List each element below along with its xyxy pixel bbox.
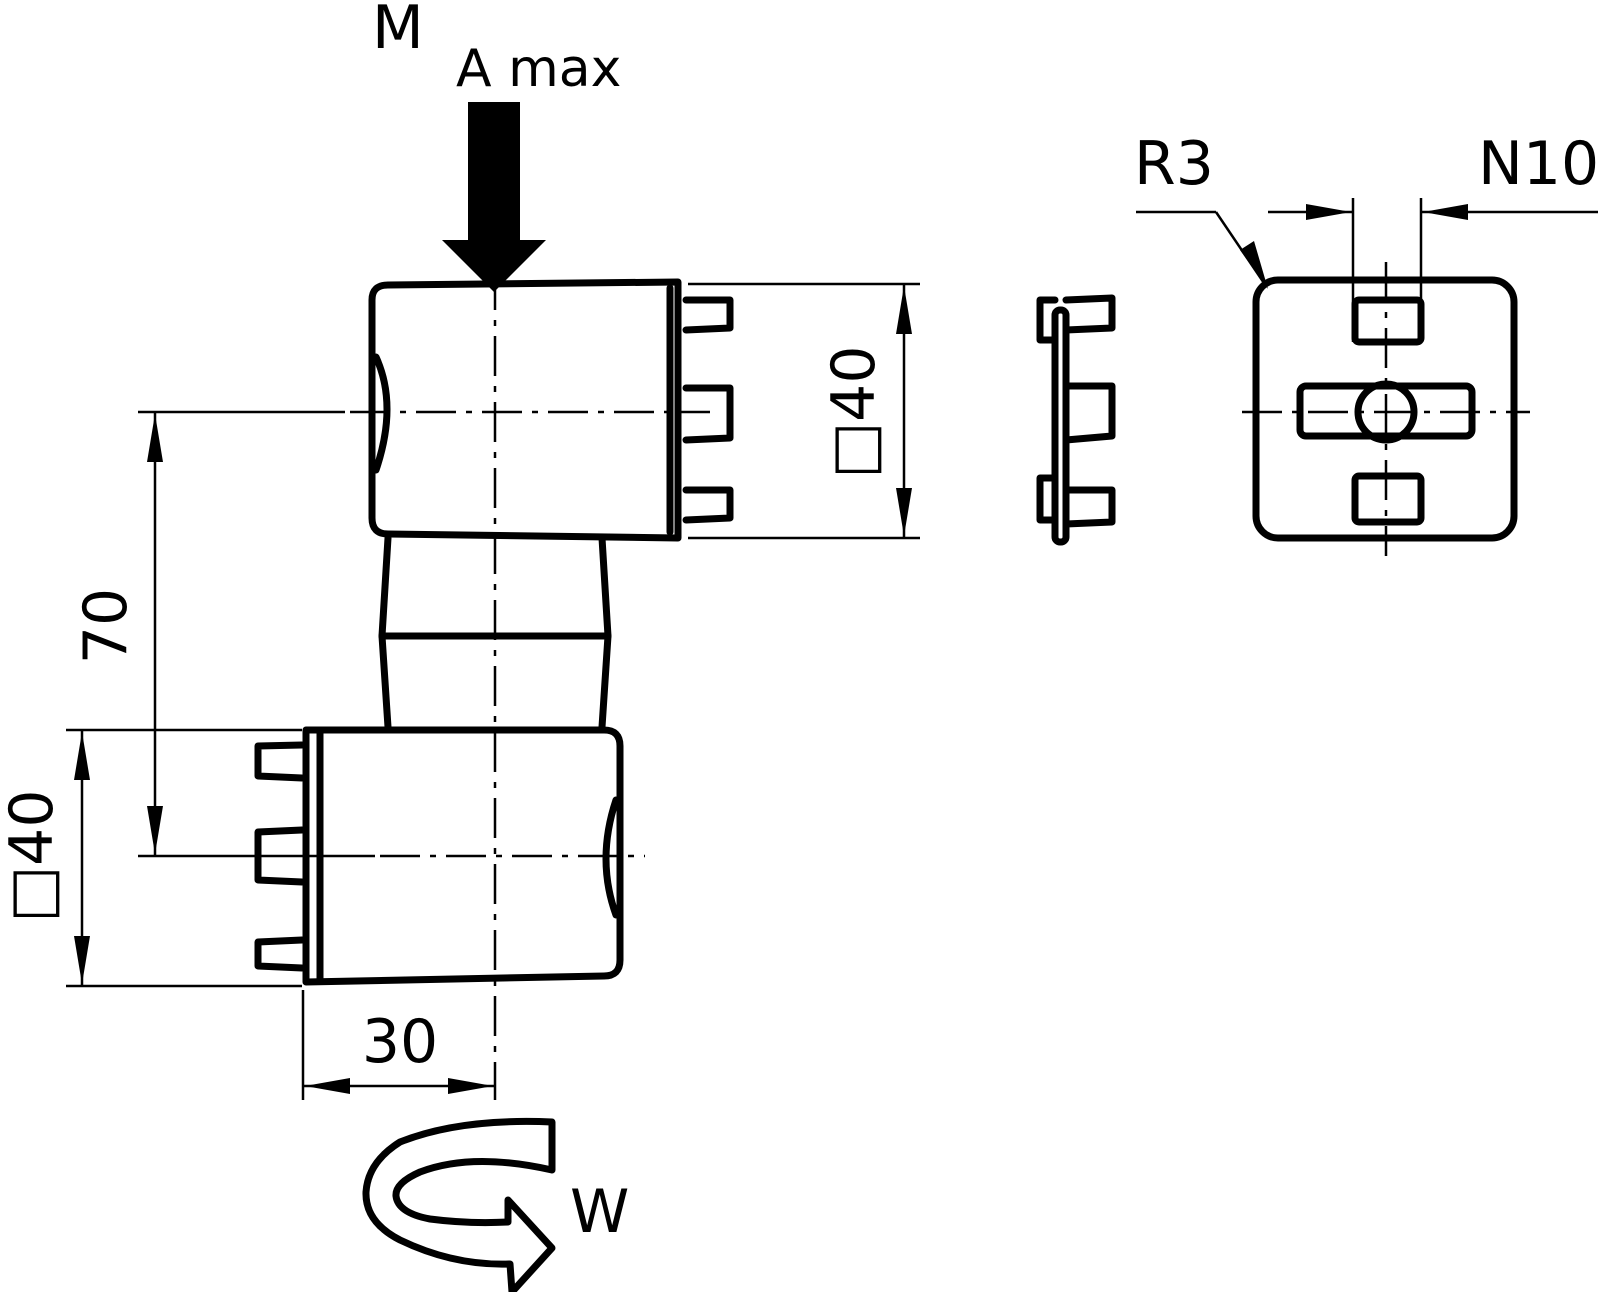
- load-arrow-icon: [442, 102, 546, 292]
- radius-label: R3: [1134, 129, 1214, 199]
- moment-label-main: M: [372, 0, 424, 63]
- side-view: [1036, 294, 1116, 546]
- lower-housing: [254, 726, 624, 986]
- radius-leader: [1136, 210, 1268, 289]
- dimension-offset-label: 30: [362, 1007, 438, 1077]
- dimension-width-label: N10: [1478, 129, 1599, 199]
- dimension-offset: [301, 990, 495, 1100]
- dimension-square-upper-label: □40: [819, 345, 889, 478]
- curved-rotation-arrow-icon: [362, 1117, 556, 1292]
- dimension-square-lower: [66, 728, 302, 988]
- rotation-label: W: [570, 1177, 629, 1247]
- dimension-width: [1268, 198, 1598, 342]
- dimension-pitch: [138, 410, 375, 858]
- dimension-pitch-label: 70: [71, 588, 141, 664]
- dimension-square-upper: [688, 282, 920, 540]
- upper-housing: [368, 278, 734, 542]
- dimension-square-lower-label: □40: [0, 789, 67, 922]
- moment-label-sub: A max: [456, 39, 621, 99]
